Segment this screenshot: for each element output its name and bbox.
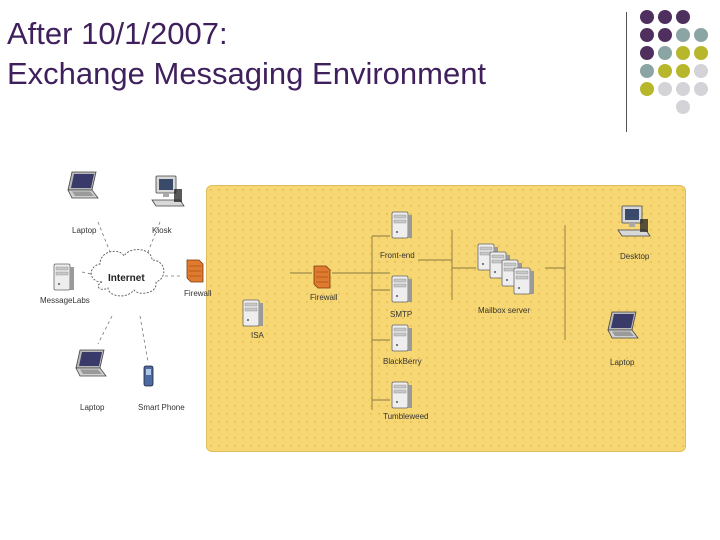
internet-cloud-icon — [90, 249, 165, 297]
dot — [658, 46, 672, 60]
desktop-label: Desktop — [620, 252, 650, 261]
mailbox-server-cluster-icon — [477, 243, 535, 295]
dot — [694, 64, 708, 78]
firewall-icon — [186, 259, 204, 283]
dot — [676, 28, 690, 42]
dot — [676, 64, 690, 78]
dot — [676, 10, 690, 24]
dot — [676, 82, 690, 96]
isa-label: ISA — [251, 331, 265, 340]
firewall-label: Firewall — [310, 293, 338, 302]
mailbox-server-label: Mailbox server — [478, 306, 530, 315]
messagelabs-server-icon — [53, 263, 75, 291]
connection-lines — [290, 225, 566, 410]
laptop-inside-label: Laptop — [610, 358, 635, 367]
tumbleweed-label: Tumbleweed — [383, 412, 429, 421]
laptop-icon — [67, 171, 99, 199]
dot — [676, 46, 690, 60]
smtp-label: SMTP — [390, 310, 412, 319]
firewall-left-label: Firewall — [184, 289, 212, 298]
laptop-icon — [607, 311, 639, 339]
smart-phone-icon — [143, 365, 154, 387]
messagelabs-label: MessageLabs — [40, 296, 90, 305]
dot — [658, 28, 672, 42]
dot — [694, 82, 708, 96]
dot — [694, 28, 708, 42]
kiosk-label: Kiosk — [152, 226, 173, 235]
front-end-server-icon — [391, 211, 413, 239]
slide-title: After 10/1/2007: Exchange Messaging Envi… — [7, 14, 486, 94]
laptop-icon — [75, 349, 107, 377]
dot — [640, 28, 654, 42]
outside-links — [81, 221, 180, 363]
dot — [658, 10, 672, 24]
kiosk-icon — [151, 175, 185, 207]
blackberry-server-icon — [391, 324, 413, 352]
laptop-bottom-label: Laptop — [80, 403, 105, 412]
dot — [658, 82, 672, 96]
blackberry-label: BlackBerry — [383, 357, 422, 366]
laptop-top-label: Laptop — [72, 226, 97, 235]
smtp-server-icon — [391, 275, 413, 303]
tumbleweed-server-icon — [391, 381, 413, 409]
firewall-icon — [313, 265, 331, 289]
internal-network-panel — [206, 185, 686, 452]
title-line-1: After 10/1/2007: — [7, 16, 228, 51]
dot — [640, 46, 654, 60]
dot — [640, 10, 654, 24]
internet-label: Internet — [108, 273, 145, 284]
front-end-label: Front-end — [380, 251, 415, 260]
dot — [694, 46, 708, 60]
dot — [640, 82, 654, 96]
title-line-2: Exchange Messaging Environment — [7, 56, 487, 91]
smart-phone-label: Smart Phone — [138, 403, 185, 412]
isa-server-icon — [242, 299, 264, 327]
decorative-divider — [626, 12, 627, 132]
dot — [676, 100, 690, 114]
desktop-icon — [617, 205, 651, 237]
dot — [658, 64, 672, 78]
dot — [640, 64, 654, 78]
